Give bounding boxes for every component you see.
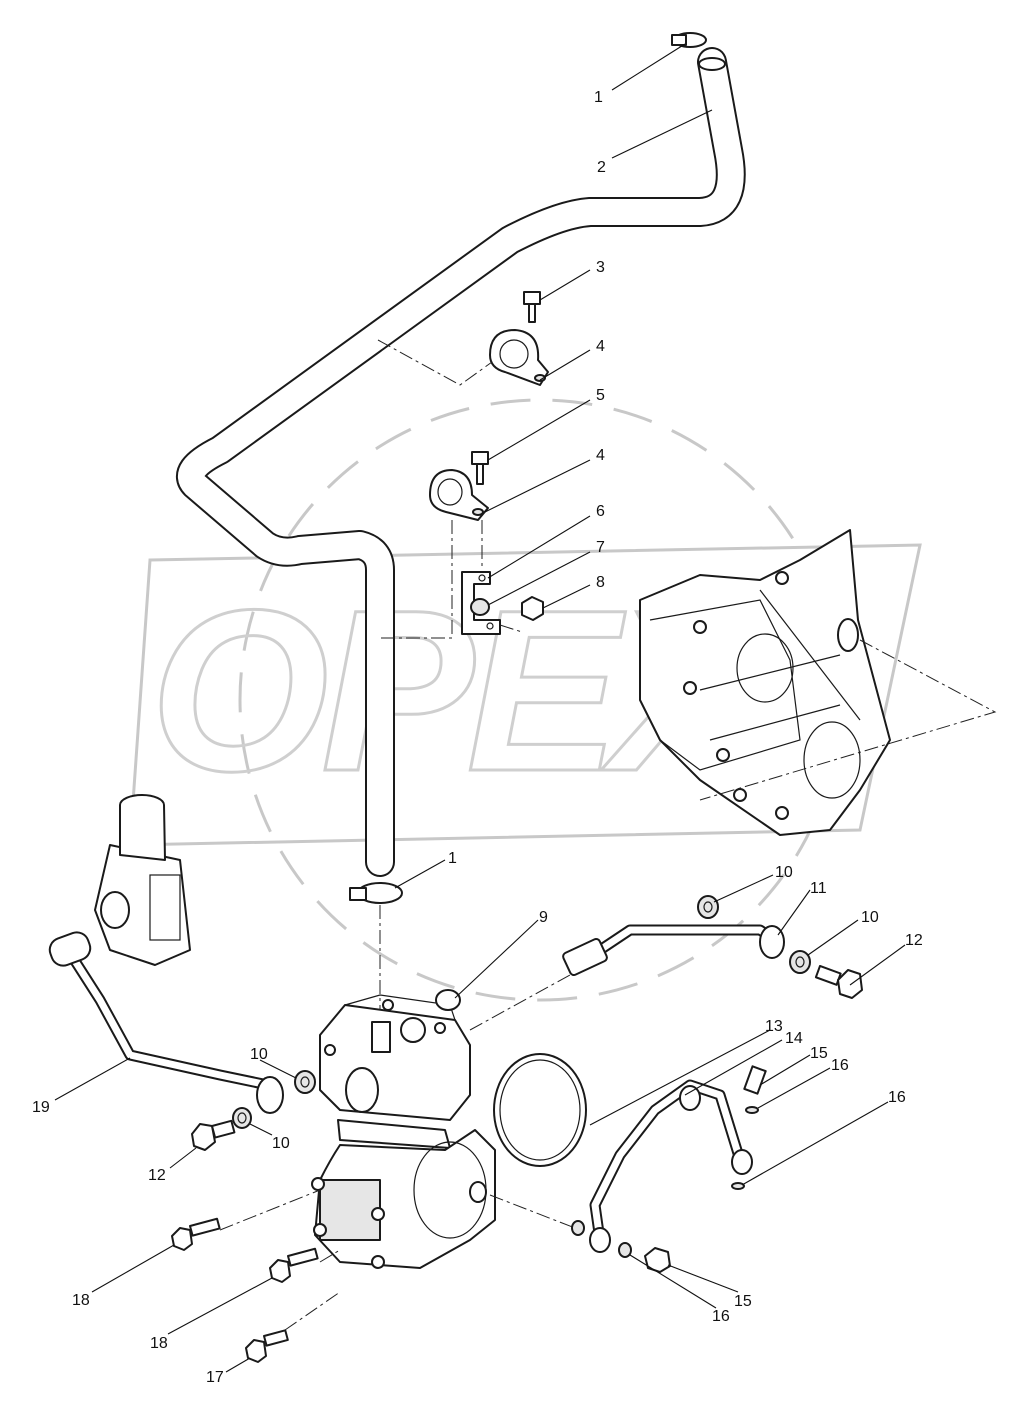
bolt-part-3 [523, 291, 541, 323]
bolt-part-18-upper [171, 1217, 221, 1251]
callout-label: 6 [596, 503, 605, 520]
seal-compressor-side [571, 1220, 585, 1236]
callout-label: 1 [448, 850, 457, 867]
callout-label: 14 [785, 1030, 803, 1047]
callout-label: 10 [775, 864, 793, 881]
callout-label: 10 [861, 909, 879, 926]
alignment-lines [219, 339, 997, 1331]
leader-lines [54, 43, 906, 1373]
washer-right-lower [789, 950, 811, 974]
seal-part-16-bottom [618, 1242, 632, 1258]
callout-label: 15 [734, 1293, 752, 1310]
callout-label: 3 [596, 259, 605, 276]
banjo-bolt-part-15-upper [743, 1065, 767, 1095]
callout-label: 16 [712, 1308, 730, 1325]
callout-label: 18 [72, 1292, 90, 1309]
callout-label: 8 [596, 574, 605, 591]
banjo-bolt-left [191, 1119, 236, 1151]
hose-clamp-top [671, 32, 707, 48]
banjo-bolt-right [814, 965, 863, 999]
pipe-part-11 [562, 924, 785, 977]
seal-part-16-upper [745, 1106, 759, 1114]
callout-label: 2 [597, 159, 606, 176]
compressor-part-9 [311, 989, 496, 1269]
banjo-bolt-part-15-lower [644, 1247, 671, 1273]
callout-label: 10 [250, 1046, 268, 1063]
callout-label: 9 [539, 909, 548, 926]
washer-part-7 [470, 598, 490, 616]
nut-part-8 [521, 596, 544, 621]
pipe-part-2 [176, 47, 746, 877]
callout-label: 17 [206, 1369, 224, 1386]
callout-label: 4 [596, 338, 605, 355]
bolt-part-5 [471, 451, 489, 485]
pipe-part-19 [48, 931, 284, 1114]
hose-part-14 [589, 1079, 753, 1253]
callout-label: 7 [596, 539, 605, 556]
callout-label: 12 [905, 932, 923, 949]
callout-label: 4 [596, 447, 605, 464]
gasket-part-13 [493, 1053, 587, 1167]
thermostat-housing [94, 794, 191, 966]
engine-housing [639, 529, 891, 836]
callout-label: 11 [810, 880, 827, 897]
seal-part-16-lower-right [731, 1182, 745, 1190]
bolt-part-18-lower [269, 1247, 319, 1283]
washer-left-lower [232, 1107, 252, 1129]
callout-label: 15 [810, 1045, 828, 1062]
callout-label: 10 [272, 1135, 290, 1152]
bolt-part-17 [245, 1329, 289, 1363]
callout-label: 5 [596, 387, 605, 404]
callout-label: 19 [32, 1099, 50, 1116]
callout-label: 1 [594, 89, 603, 106]
callout-labels: 1 2 3 4 5 4 6 7 8 1 9 10 11 10 12 13 14 … [32, 89, 923, 1386]
washer-left-upper [294, 1070, 316, 1094]
washer-right-upper [697, 895, 719, 919]
callout-label: 18 [150, 1335, 168, 1352]
pipe-clip-upper [489, 329, 549, 386]
callout-label: 13 [765, 1018, 783, 1035]
callout-label: 12 [148, 1167, 166, 1184]
bracket-part-6 [461, 571, 501, 635]
hose-clamp-bottom [349, 882, 403, 904]
callout-label: 16 [888, 1089, 906, 1106]
callout-label: 16 [831, 1057, 849, 1074]
pipe-clip-lower [429, 469, 489, 521]
